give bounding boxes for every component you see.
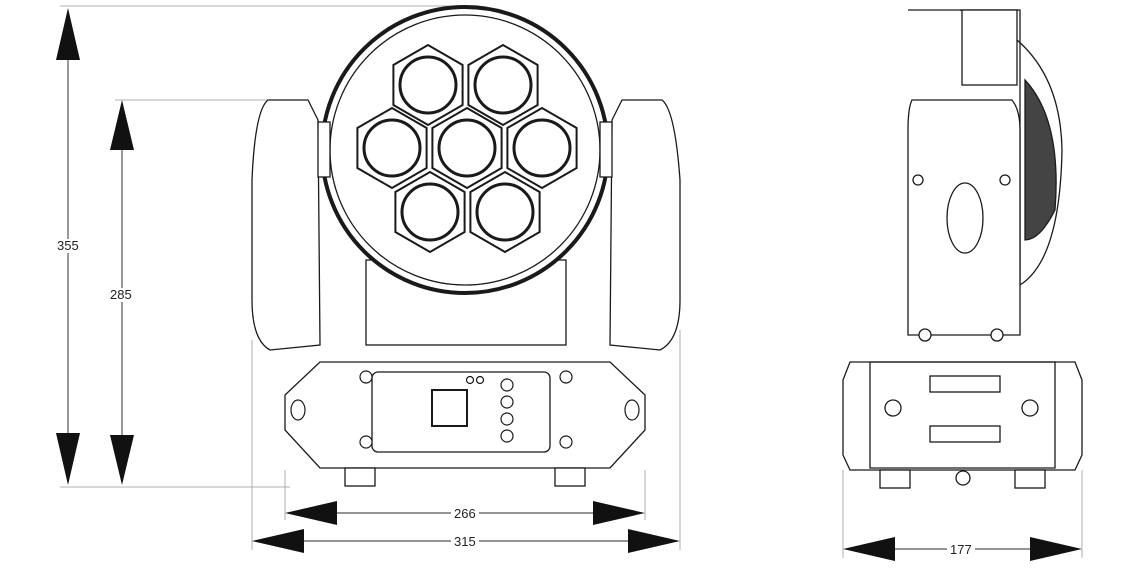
dim-315-arrow xyxy=(252,529,680,553)
control-button xyxy=(500,429,514,443)
front-view xyxy=(251,5,681,487)
led-lens xyxy=(398,55,458,115)
led-lens xyxy=(473,55,533,115)
dim-177-arrow xyxy=(843,537,1082,561)
dimension-label-base-width: 266 xyxy=(451,507,479,521)
dimension-label-side-depth: 177 xyxy=(947,543,975,557)
side-view xyxy=(842,9,1083,489)
extension-lines xyxy=(60,5,1083,558)
control-button xyxy=(500,378,514,392)
led-lens xyxy=(437,118,497,178)
control-button xyxy=(500,412,514,426)
yoke-arm-left xyxy=(251,99,321,351)
led-lens xyxy=(475,182,535,242)
led-lens xyxy=(362,118,422,178)
dim-355-arrow xyxy=(56,8,80,485)
display-screen xyxy=(431,389,468,427)
dimension-label-total-width: 315 xyxy=(451,535,479,549)
led-lens xyxy=(400,182,460,242)
yoke-arm-right xyxy=(609,99,681,351)
base-side xyxy=(842,361,1083,471)
dimension-arrows xyxy=(56,8,1082,561)
control-button xyxy=(500,395,514,409)
led-lens xyxy=(512,118,572,178)
dimension-label-total-height: 355 xyxy=(54,239,82,253)
dimension-label-yoke-height: 285 xyxy=(107,288,135,302)
